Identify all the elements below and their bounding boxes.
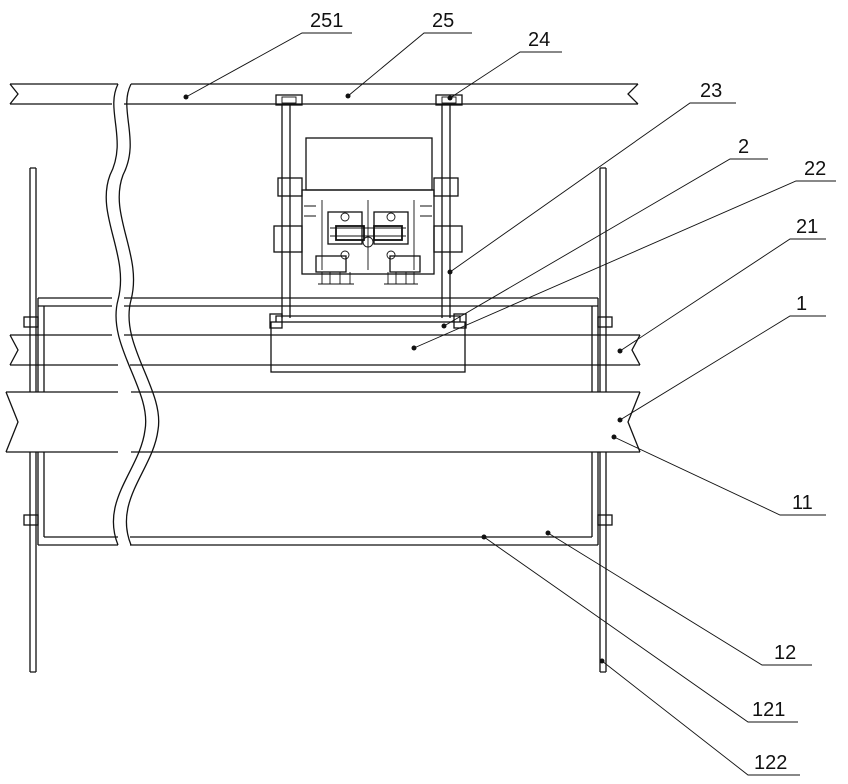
label-2: 2 <box>738 136 749 158</box>
label-23: 23 <box>700 80 722 102</box>
top-beam <box>10 84 638 104</box>
label-122: 122 <box>754 752 787 774</box>
main-pipe <box>6 392 640 452</box>
label-22: 22 <box>804 158 826 180</box>
side-clamps <box>24 317 612 525</box>
label-21: 21 <box>796 216 818 238</box>
rail <box>10 335 640 365</box>
drive-assembly <box>274 138 462 284</box>
outer-posts <box>30 168 606 672</box>
label-121: 121 <box>752 699 785 721</box>
label-12: 12 <box>774 642 796 664</box>
trolley <box>270 314 466 372</box>
label-24: 24 <box>528 29 550 51</box>
label-251: 251 <box>310 10 343 32</box>
vertical-rods <box>282 105 450 318</box>
label-11: 11 <box>792 492 813 514</box>
label-25: 25 <box>432 10 454 32</box>
break-line <box>106 84 159 545</box>
label-1: 1 <box>796 293 807 315</box>
